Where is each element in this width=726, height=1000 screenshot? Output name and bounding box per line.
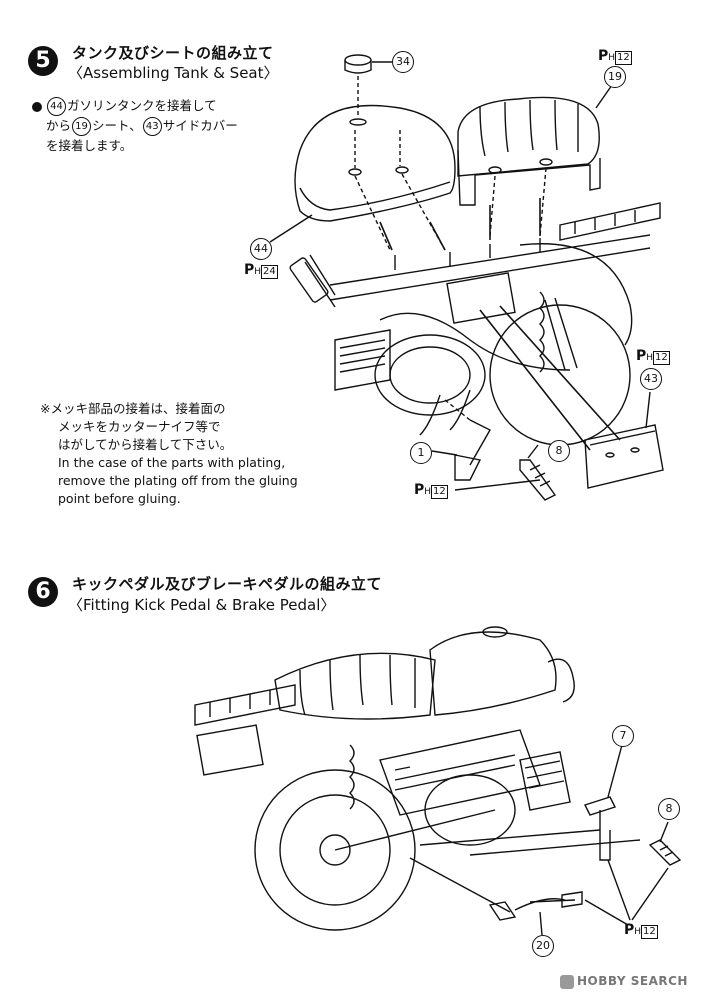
instruction-line-2-post: サイドカバー <box>162 118 238 133</box>
plating-note-en-1: In the case of the parts with plating, <box>58 455 286 470</box>
bullet-icon <box>32 101 42 112</box>
callout-44: 44 <box>250 238 272 260</box>
plating-note-jp-3: はがしてから接着して下さい。 <box>58 437 233 452</box>
step-5-title-jp: タンク及びシートの組み立て <box>72 44 274 62</box>
step-5-title-en: 〈Assembling Tank & Seat〉 <box>68 64 279 82</box>
callout-1: 1 <box>410 442 432 464</box>
plating-note-jp-1: ※メッキ部品の接着は、接着面の <box>40 401 226 416</box>
instruction-line-2-mid: シート、 <box>92 118 142 133</box>
engine-part <box>334 312 571 436</box>
fuel-cap-part <box>344 54 392 118</box>
instruction-line-1: ガソリンタンクを接着して <box>67 98 217 113</box>
part-ref-44: 44 <box>47 97 66 116</box>
instruction-line-3: を接着します。 <box>46 138 133 153</box>
plug-8-part <box>631 821 682 921</box>
plating-note-en-2: remove the plating off from the gluing <box>58 473 298 488</box>
callout-7: 7 <box>612 725 634 747</box>
callout-20: 20 <box>532 935 554 957</box>
frame-part <box>289 202 661 446</box>
assembly-arrows <box>379 198 621 451</box>
step-6-title-en: 〈Fitting Kick Pedal & Brake Pedal〉 <box>68 596 336 614</box>
watermark-text: HOBBY SEARCH <box>577 974 688 988</box>
callout-8-step6: 8 <box>658 798 680 820</box>
spark-plug-part <box>454 444 557 501</box>
pedal-7-part <box>584 744 631 921</box>
motorcycle-assembled <box>194 626 575 931</box>
watermark: HOBBY SEARCH <box>560 974 688 989</box>
callout-8: 8 <box>548 440 570 462</box>
side-cover-part <box>584 391 664 489</box>
part-ref-43: 43 <box>142 117 162 136</box>
step-6-title-jp: キックペダル及びブレーキペダルの組み立て <box>72 575 383 593</box>
plating-note-jp-2: メッキをカッターナイフ等で <box>58 419 221 434</box>
step-6-number: 6 <box>28 577 58 607</box>
callout-43: 43 <box>640 368 662 390</box>
step-5-number: 5 <box>28 46 58 76</box>
part-ref-19: 19 <box>72 117 92 136</box>
hobby-search-logo-icon <box>560 974 574 989</box>
fuel-tank-part <box>269 104 456 251</box>
kick-pedal-part <box>431 399 491 481</box>
instruction-line-2-pre: から <box>46 118 72 133</box>
callout-19: 19 <box>604 66 626 88</box>
pedal-20-part <box>488 891 629 936</box>
plating-note: ※メッキ部品の接着は、接着面の メッキをカッターナイフ等で はがしてから接着して… <box>40 400 298 508</box>
plating-note-en-3: point before gluing. <box>58 491 181 506</box>
step6-arrows <box>409 829 641 913</box>
seat-part <box>457 84 613 237</box>
callout-34: 34 <box>392 51 414 73</box>
